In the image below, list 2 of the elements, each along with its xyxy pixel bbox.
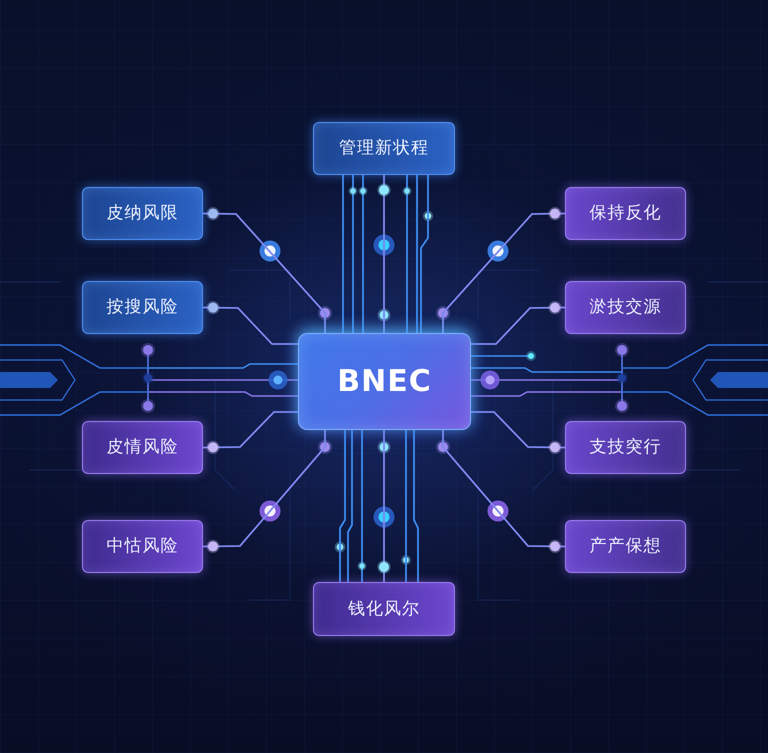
node-label: 钱化风尔 <box>348 598 420 620</box>
node-label: 管理新状程 <box>339 138 429 159</box>
